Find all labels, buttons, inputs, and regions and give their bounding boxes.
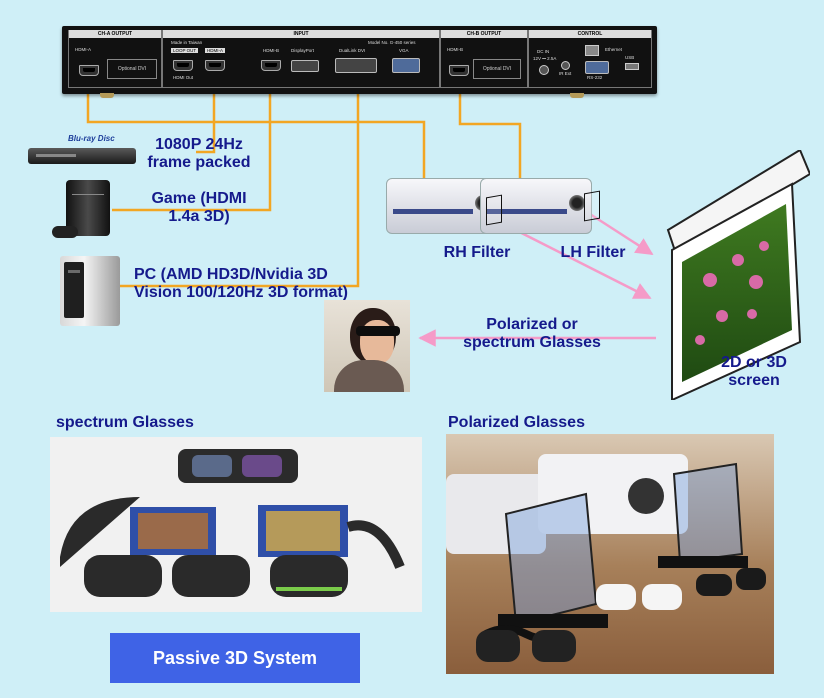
bluray-player: Blu-ray Disc: [28, 134, 136, 170]
hdmi-out-label: HDMI Out: [173, 75, 194, 80]
usb-port[interactable]: [625, 63, 639, 70]
input-section: INPUT Made in Taiwan Model No. G-450 ser…: [162, 30, 440, 88]
ethernet-port[interactable]: [585, 45, 599, 56]
lh-filter-label: LH Filter: [560, 244, 626, 261]
hdmi-b-out-port[interactable]: [449, 65, 469, 76]
loop-out-label: LOOP OUT: [171, 48, 199, 53]
polarized-glasses-title: Polarized Glasses: [448, 414, 585, 431]
hdmi-a-in-port[interactable]: [205, 60, 225, 71]
ch-a-output-title: CH-A OUTPUT: [69, 30, 161, 38]
dc-spec-label: 12V ⎓ 2.5A: [533, 56, 557, 61]
pc-tower: [60, 256, 120, 326]
spectrum-glasses-title: spectrum Glasses: [56, 414, 194, 431]
viewer-photo: [324, 300, 410, 392]
vga-port[interactable]: [392, 58, 420, 73]
projection-screen: [666, 150, 810, 400]
displayport-port[interactable]: [291, 60, 319, 72]
polarized-glasses-photo: [446, 434, 774, 674]
ch-a-output-section: CH-A OUTPUT HDMI-A Optional DVI: [68, 30, 162, 88]
rh-filter: [486, 194, 502, 226]
rs232-label: RS-232: [587, 75, 603, 80]
usb-label: USB: [625, 55, 635, 60]
model-label: Model No. G-450 series: [368, 40, 416, 45]
dual-link-dvi-port[interactable]: [335, 58, 377, 73]
wire-ch-a-to-rh-projector: [86, 72, 426, 190]
hdmi-a-in-label: HDMI-A: [205, 48, 225, 53]
panel-foot-right: [570, 93, 584, 98]
optional-dvi-a: Optional DVI: [107, 59, 157, 79]
hdmi-a-out-port[interactable]: [79, 65, 99, 76]
optional-dvi-b: Optional DVI: [473, 59, 521, 79]
passive-3d-system-label: Passive 3D System: [110, 633, 360, 683]
ch-b-output-title: CH-B OUTPUT: [441, 30, 527, 38]
panel-foot-left: [100, 93, 114, 98]
rs232-port[interactable]: [585, 61, 609, 74]
dual-link-dvi-label: DualLink DVI: [339, 48, 366, 53]
glasses-type-label: Polarized or spectrum Glasses: [463, 316, 601, 352]
wire-ch-b-to-lh-projector: [458, 72, 522, 190]
game-format-label: Game (HDMI 1.4a 3D): [151, 190, 247, 226]
bluray-logo: Blu-ray Disc: [68, 134, 115, 143]
control-section: CONTROL Ethernet DC IN 12V ⎓ 2.5A IR Ext…: [528, 30, 652, 88]
wire-loop-to-bluray: [196, 72, 216, 154]
input-title: INPUT: [163, 30, 439, 38]
lh-projector: [480, 178, 592, 234]
hdmi-b-in-label: HDMI-B: [263, 48, 279, 53]
dc-in-jack[interactable]: [539, 65, 549, 75]
hdmi-b-in-port[interactable]: [261, 60, 281, 71]
vga-label: VGA: [399, 48, 409, 53]
ch-b-output-section: CH-B OUTPUT HDMI-B Optional DVI: [440, 30, 528, 88]
pc-format-label: PC (AMD HD3D/Nvidia 3D Vision 100/120Hz …: [134, 266, 349, 302]
ir-ext-jack[interactable]: [561, 61, 570, 70]
spectrum-glasses-photo: [50, 437, 422, 612]
lh-filter: [584, 190, 600, 222]
rh-filter-label: RH Filter: [443, 244, 511, 261]
game-console: [52, 180, 112, 244]
displayport-label: DisplayPort: [291, 48, 315, 53]
hdmi-b-out-label: HDMI-B: [447, 47, 463, 52]
screen-type-label: 2D or 3D screen: [721, 354, 787, 390]
ethernet-label: Ethernet: [605, 47, 623, 52]
ir-ext-label: IR Ext: [559, 71, 572, 76]
dc-in-label: DC IN: [537, 49, 550, 54]
switcher-back-panel: CH-A OUTPUT HDMI-A Optional DVI INPUT Ma…: [62, 26, 657, 94]
wire-hdmi-b-to-game: [112, 72, 272, 212]
wire-dvi-to-pc: [118, 72, 360, 288]
made-in-label: Made in Taiwan: [171, 40, 203, 45]
bluray-format-label: 1080P 24Hz frame packed: [147, 136, 251, 172]
hdmi-a-out-label: HDMI-A: [75, 47, 91, 52]
control-title: CONTROL: [529, 30, 651, 38]
hdmi-out-port[interactable]: [173, 60, 193, 71]
